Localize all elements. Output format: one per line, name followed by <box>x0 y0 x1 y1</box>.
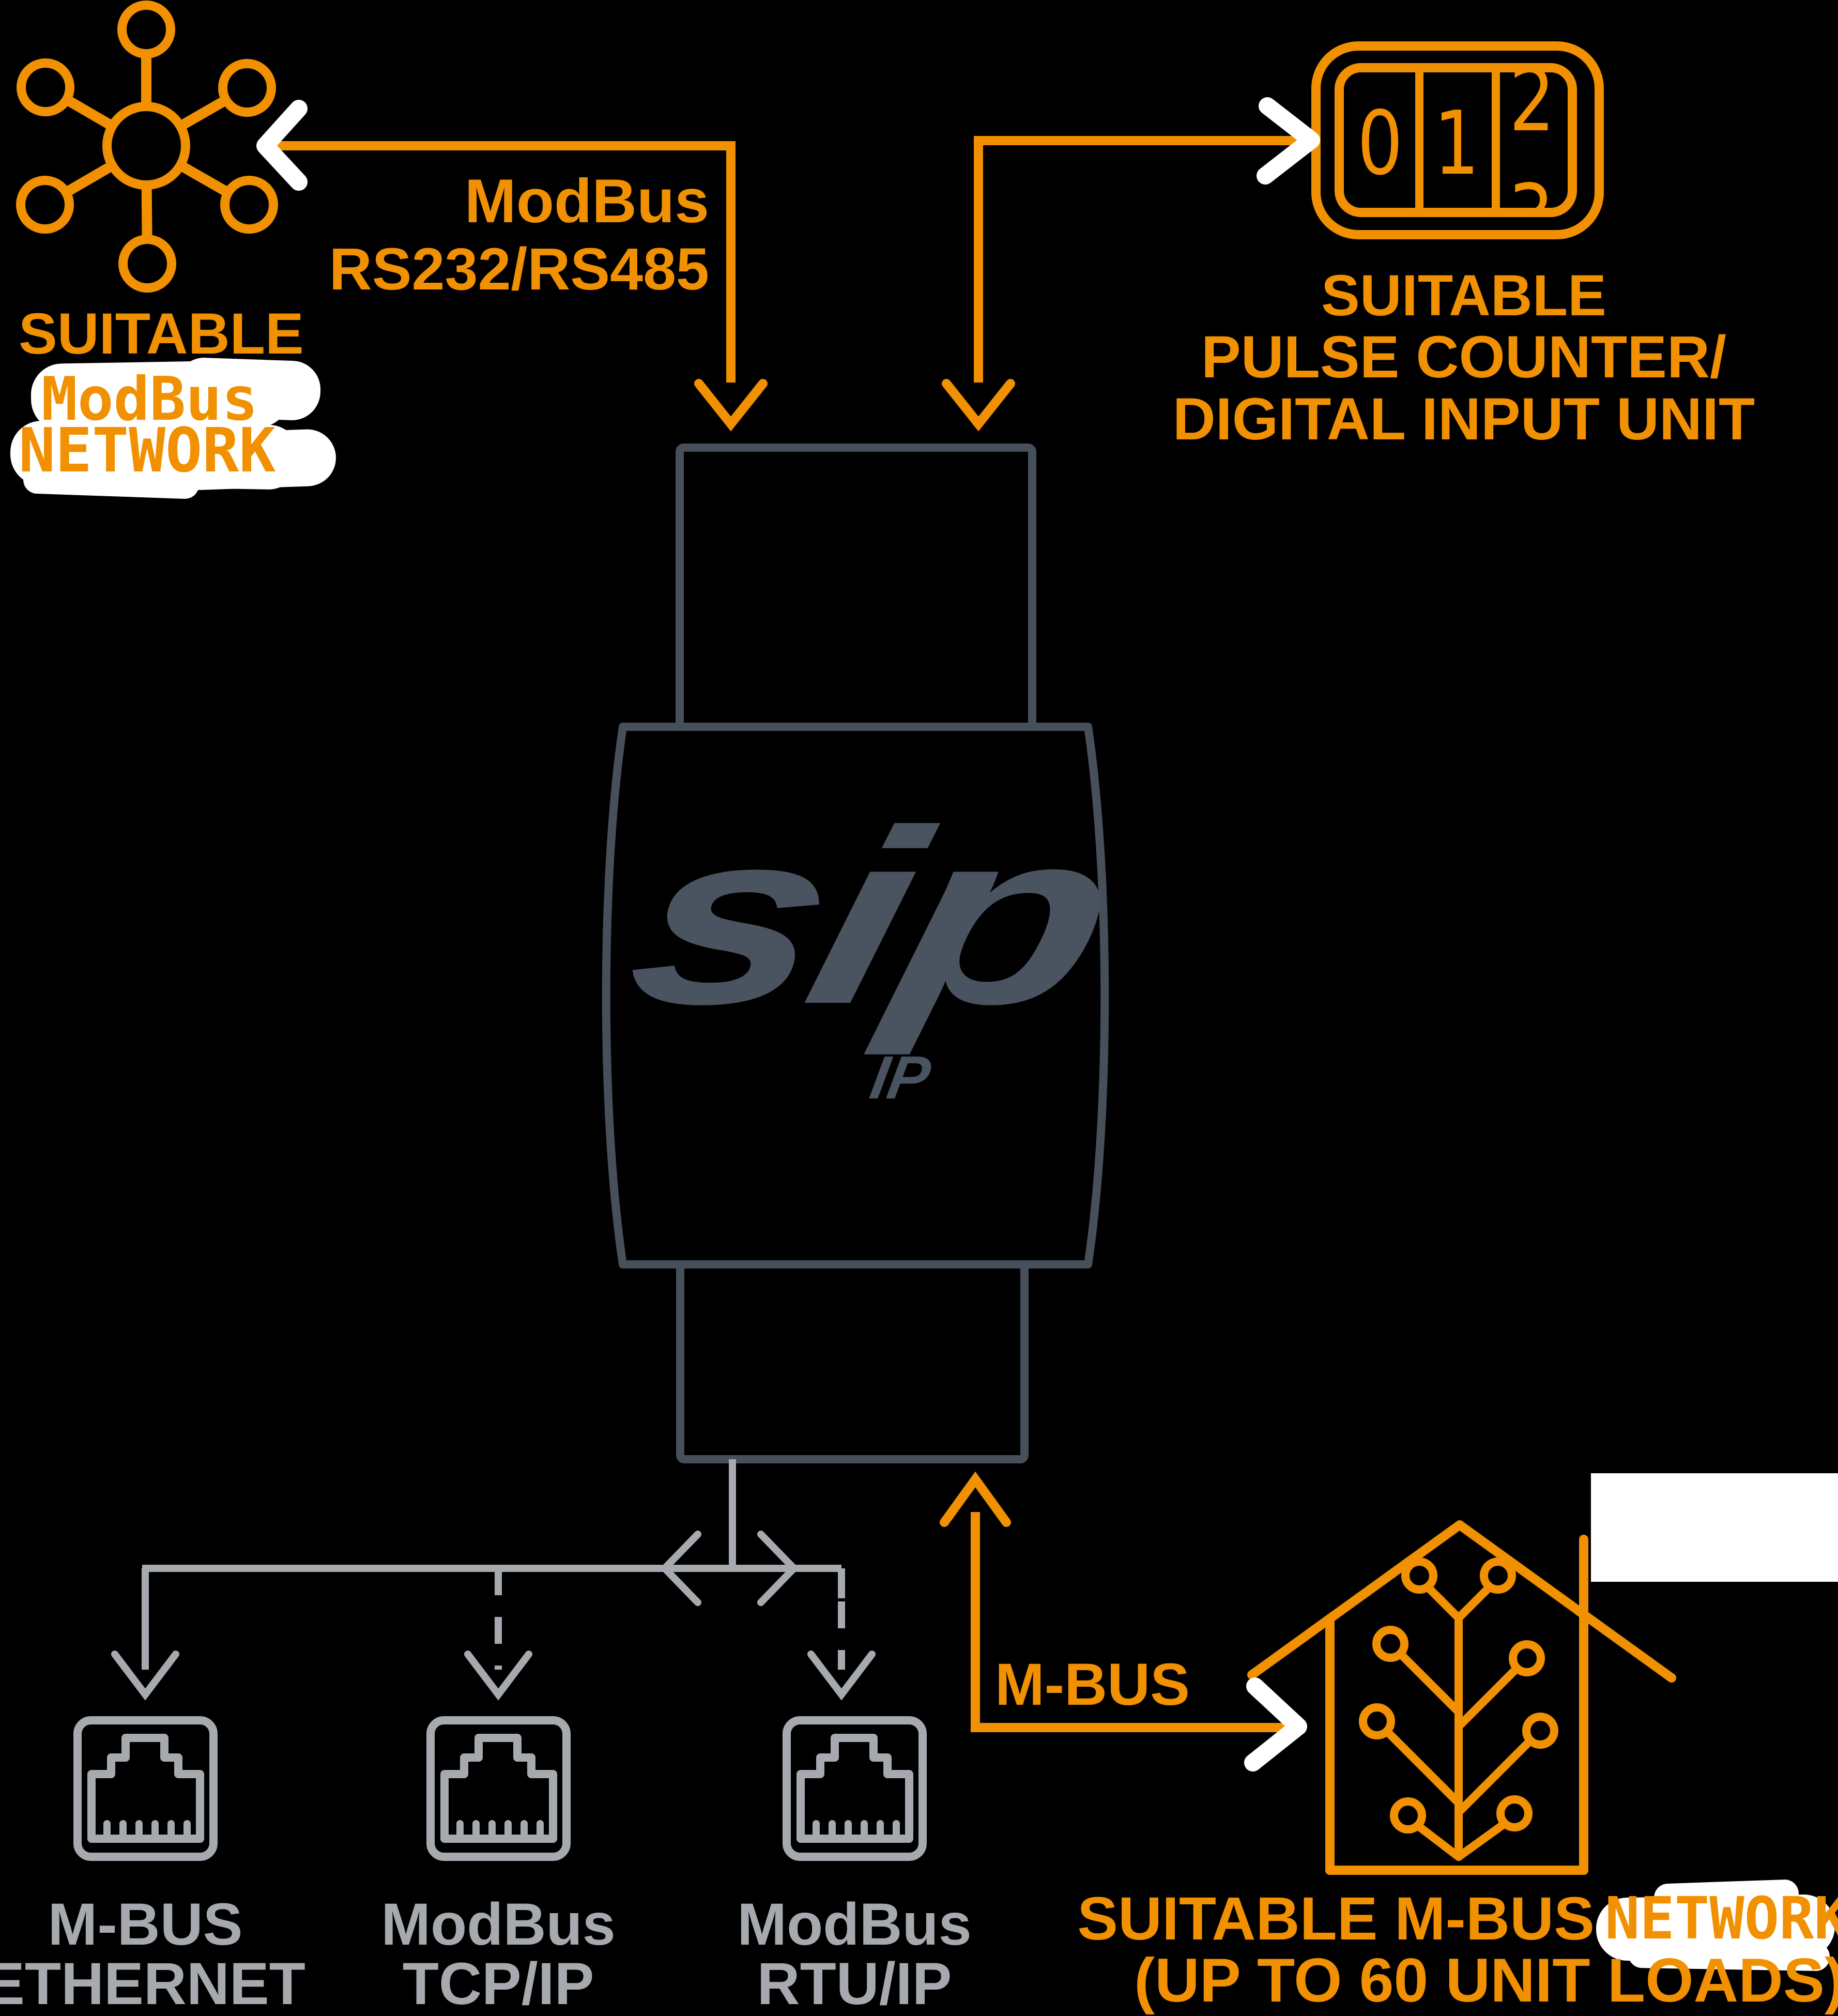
pulse-link-line <box>974 136 1313 383</box>
sketch-arrowhead-left-icon <box>256 100 308 191</box>
sketch-arrowhead-right-icon <box>1257 97 1320 185</box>
caption-line1-text: SUITABLE M-BUS <box>1077 1885 1595 1953</box>
circuit-node <box>1401 1557 1437 1594</box>
circuit-tree <box>1359 1557 1558 1861</box>
rj45-pins <box>456 1820 544 1841</box>
pulse-counter-caption: SUITABLE PULSE COUNTER/ DIGITAL INPUT UN… <box>1173 263 1755 452</box>
output-branches <box>111 1459 876 1701</box>
pulse-link-route <box>942 136 1313 432</box>
mbus-house-icon <box>1247 1520 1676 1875</box>
port-label-line2: ETHERNET <box>0 1951 305 2016</box>
arrow-down-icon <box>942 379 1015 432</box>
sip-device <box>602 444 1109 1463</box>
hub-node <box>16 176 74 234</box>
hub-node <box>117 1 175 58</box>
mbus-network-caption: SUITABLE M-BUS NETWORK (UP TO 60 UNIT LO… <box>1077 1885 1838 2015</box>
counter-digit-0: 0 <box>1357 93 1403 195</box>
caption-heading: SUITABLE <box>1321 263 1606 328</box>
caption-line1-highlight: NETWORK <box>1605 1885 1838 1952</box>
rj45-port-icon-ethernet <box>73 1716 218 1861</box>
caption-line3: DIGITAL INPUT UNIT <box>1173 386 1755 452</box>
port-label-line2: TCP/IP <box>403 1951 594 2016</box>
roof-left-line <box>1247 1520 1464 1679</box>
hub-node <box>17 58 74 116</box>
mbus-link-route <box>940 1471 1293 1732</box>
circuit-node <box>1522 1713 1558 1749</box>
counter-rolling-cell: 2 3 <box>1508 49 1555 268</box>
port-label-line1: M-BUS <box>48 1891 243 1958</box>
counter-digits: 0 1 2 3 <box>1357 49 1555 268</box>
circuit-node <box>1372 1626 1408 1662</box>
mbus-link-label: M-BUS <box>995 1652 1190 1718</box>
rj45-pins <box>813 1820 900 1841</box>
highlight-marker-network-bottom <box>1596 1880 1835 1971</box>
roof-right-line <box>1455 1520 1676 1683</box>
counter-window <box>1335 63 1577 217</box>
port-label-line1: ModBus <box>737 1891 972 1958</box>
sip-logo: sip <box>608 779 1136 1057</box>
serial-link-route <box>264 141 768 432</box>
circuit-node <box>1359 1703 1395 1739</box>
arrow-right-icon <box>757 1531 799 1606</box>
arrow-up-icon <box>940 1471 1011 1527</box>
hub-node <box>118 235 176 293</box>
arrow-down-icon <box>807 1651 876 1701</box>
device-body <box>602 723 1109 1269</box>
serial-standards-label: RS232/RS485 <box>329 236 709 302</box>
port-label-line2: RTU/IP <box>757 1951 952 2016</box>
circuit-node <box>1509 1640 1545 1676</box>
serial-protocol-label: ModBus <box>465 166 709 236</box>
hub-node <box>218 59 276 117</box>
serial-link-line <box>264 141 736 383</box>
modbus-network-caption: SUITABLE ModBus NETWORK <box>19 301 304 486</box>
modbus-network-hub-icon <box>16 1 278 293</box>
hub-node <box>220 176 278 234</box>
circuit-node <box>1390 1797 1426 1834</box>
hub-center-node <box>102 102 190 190</box>
highlight-marker-network <box>10 421 336 499</box>
device-bottom-connector <box>676 1260 1029 1463</box>
caption-type: NETWORK <box>19 415 275 486</box>
counter-digit-1: 1 <box>1434 93 1480 195</box>
caption-line2: (UP TO 60 UNIT LOADS) <box>1134 1946 1838 2015</box>
circuit-node <box>1480 1557 1516 1594</box>
arrow-left-icon <box>660 1531 701 1606</box>
arrow-down-icon <box>111 1651 179 1701</box>
arrow-down-icon <box>694 379 768 432</box>
counter-digit-3: 3 <box>1508 166 1554 268</box>
port-label-line1: ModBus <box>381 1891 616 1958</box>
device-variant-label: IP <box>866 1044 936 1112</box>
mbus-link-line <box>971 1512 1293 1732</box>
output-port-labels: M-BUS ETHERNET ModBus TCP/IP ModBus RTU/… <box>0 1891 972 2016</box>
circuit-node <box>1496 1795 1533 1831</box>
caption-heading: SUITABLE <box>19 301 304 366</box>
device-top-connector <box>676 444 1036 731</box>
rj45-port-icon-rtuip <box>783 1716 927 1861</box>
white-eraser-patch <box>1591 1473 1838 1582</box>
arrow-down-icon <box>464 1651 532 1701</box>
sketch-arrowhead-right-icon <box>1244 1677 1307 1771</box>
caption-line2: PULSE COUNTER/ <box>1201 324 1726 390</box>
counter-digit-2: 2 <box>1509 49 1555 151</box>
serial-link-caption: ModBus RS232/RS485 <box>329 166 709 302</box>
rj45-pins <box>103 1820 191 1841</box>
caption-name: ModBus <box>41 364 258 434</box>
rj45-port-icon-tcpip <box>426 1716 571 1861</box>
